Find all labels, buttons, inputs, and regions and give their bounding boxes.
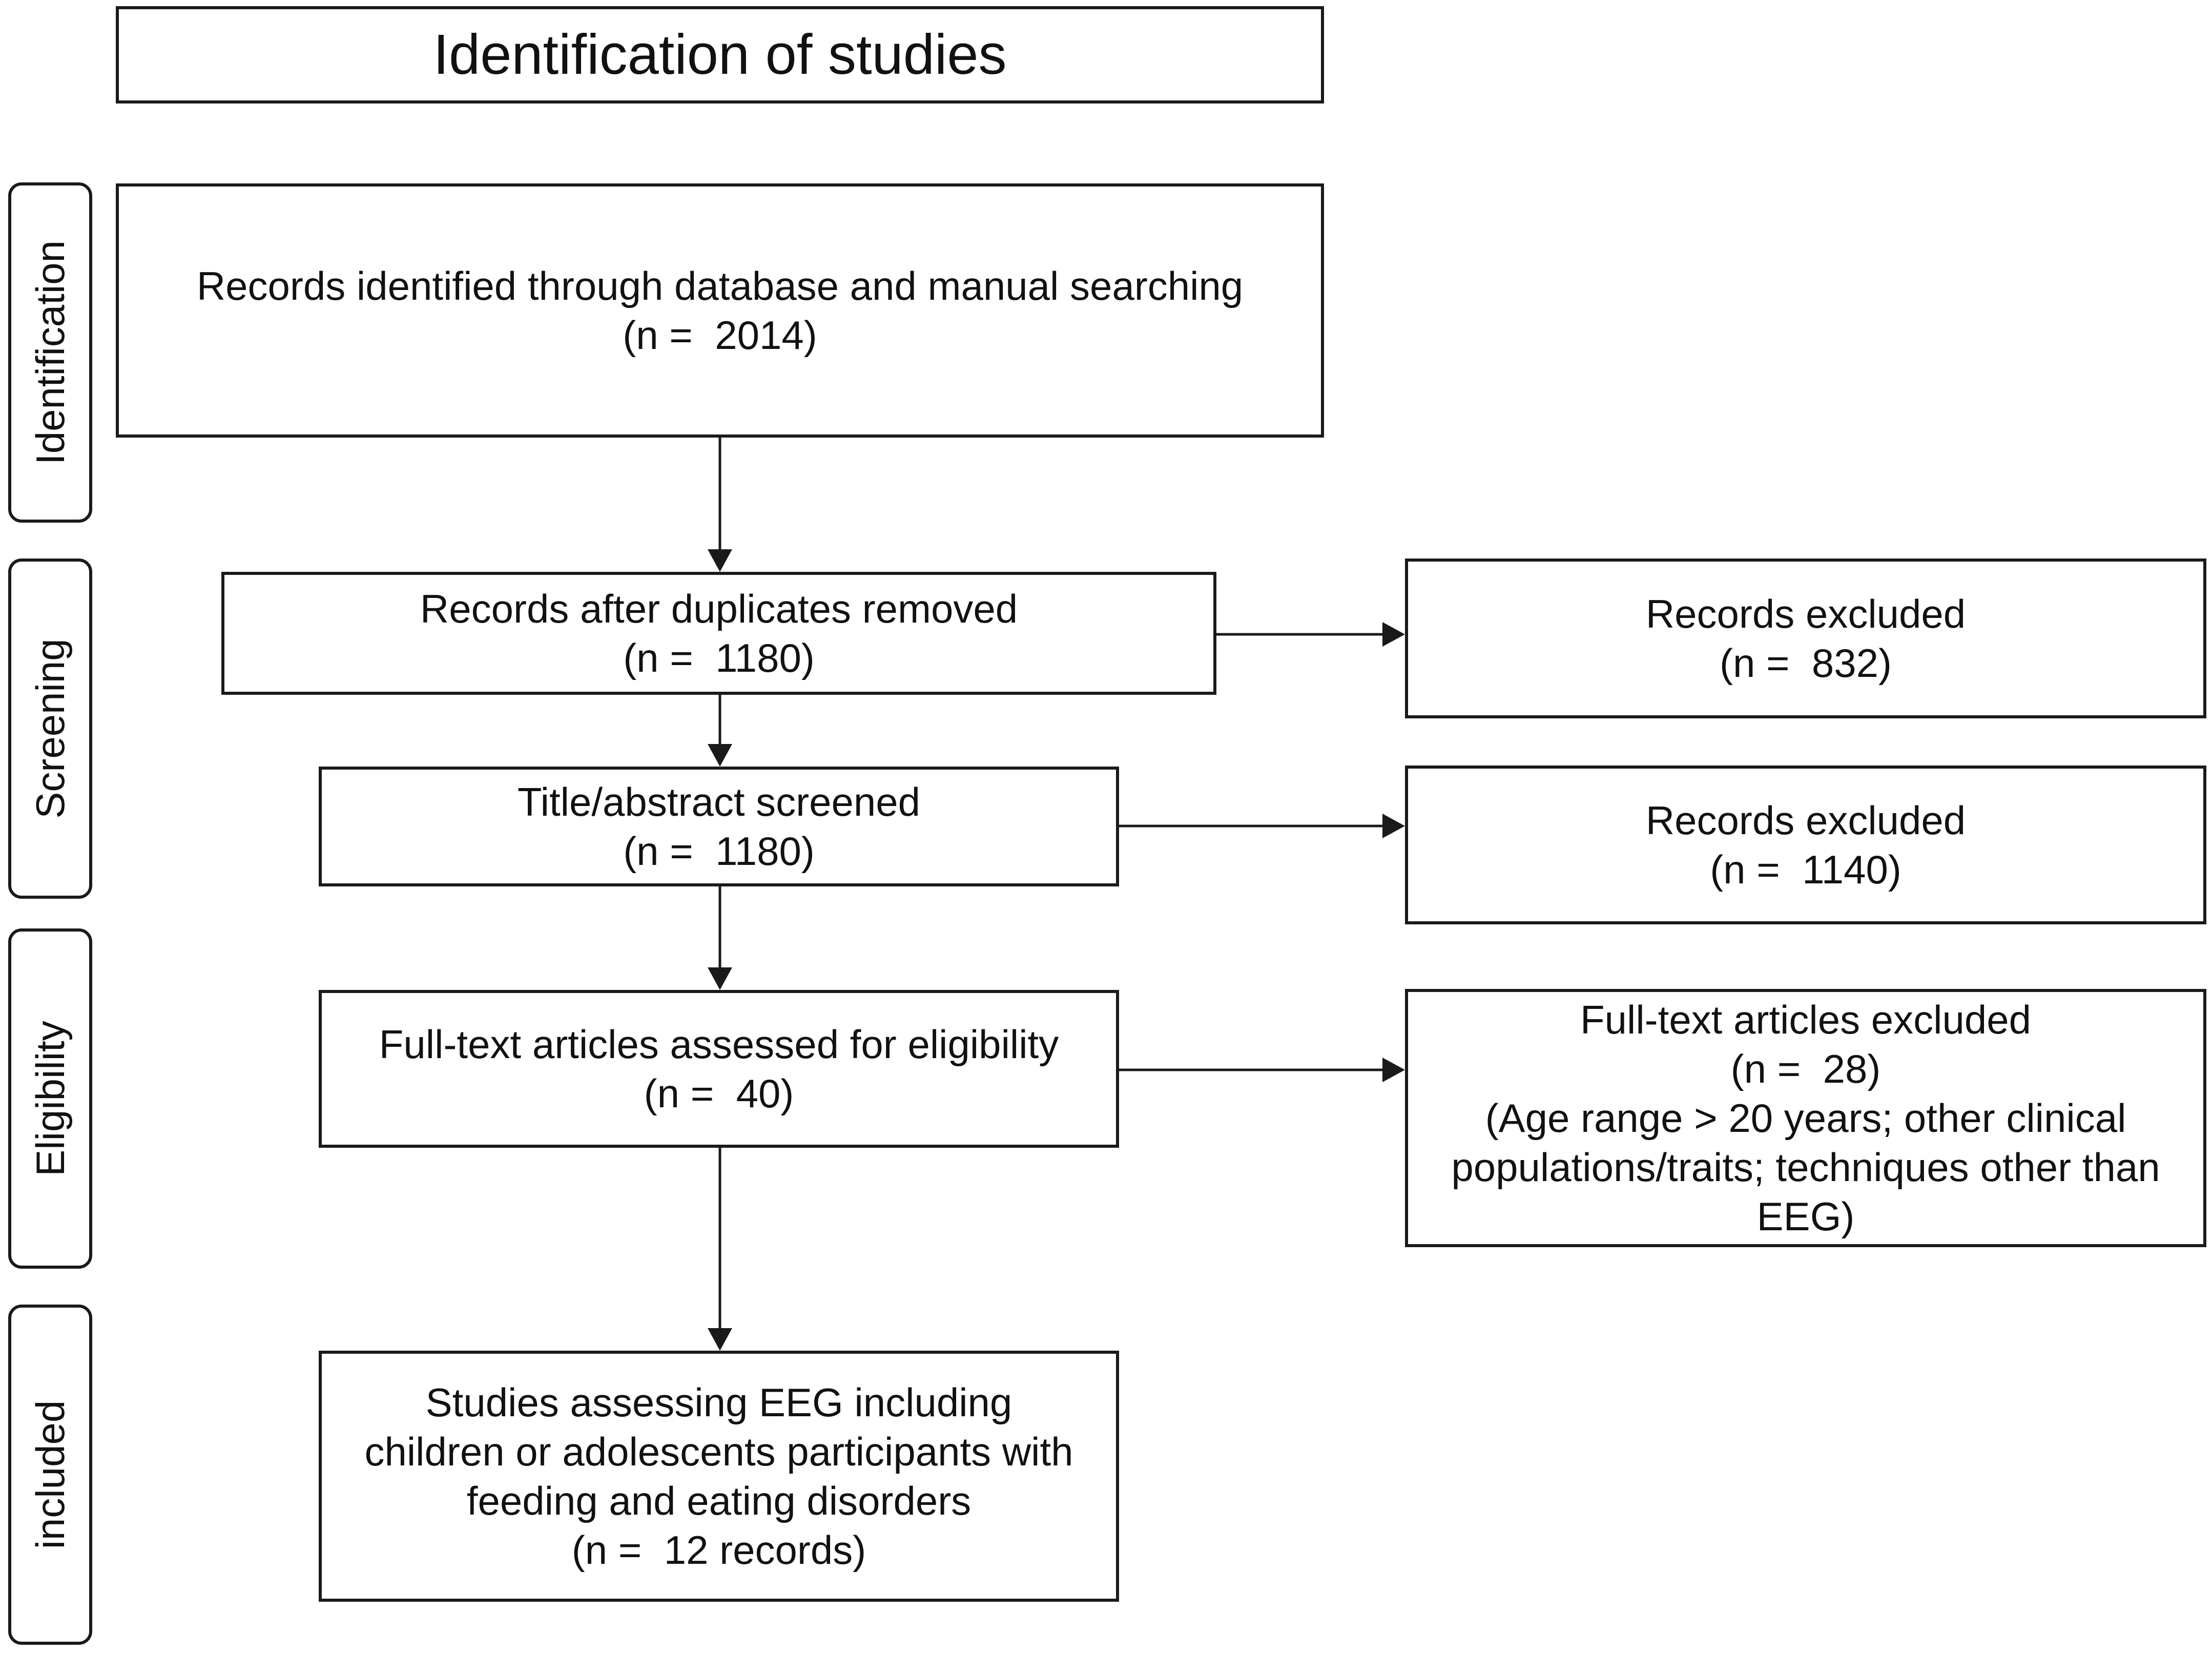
included-text-2: children or adolescents participants wit… xyxy=(364,1429,1073,1474)
title-box: Identification of studies xyxy=(116,6,1324,104)
stage-identification: Identification xyxy=(8,182,92,523)
arrowhead-screened-to-fulltext xyxy=(708,967,732,990)
fulltext-count: (n = 40) xyxy=(644,1071,794,1116)
after-duplicates-text: Records after duplicates removed xyxy=(420,586,1018,631)
fulltext-text: Full-text articles assessed for eligibil… xyxy=(379,1022,1059,1067)
included-text-3: feeding and eating disorders xyxy=(466,1478,971,1523)
screened-count: (n = 1180) xyxy=(623,829,815,874)
stage-screening: Screening xyxy=(8,559,92,899)
screened-text: Title/abstract screened xyxy=(517,779,921,824)
arrowhead-fulltext-to-included xyxy=(708,1328,732,1351)
arrowhead-screened-to-excluded xyxy=(1382,814,1405,838)
records-excluded-2-count: (n = 1140) xyxy=(1710,847,1901,892)
fulltext-excluded-reason-3: EEG) xyxy=(1756,1194,1855,1239)
arrowhead-fulltext-to-excluded xyxy=(1382,1058,1405,1082)
records-excluded-2-text: Records excluded xyxy=(1645,798,1966,843)
fulltext-excluded-box: Full-text articles excluded (n = 28) (Ag… xyxy=(1405,989,2206,1247)
diagram-title: Identification of studies xyxy=(433,23,1007,86)
records-identified-text: Records identified through database and … xyxy=(196,263,1244,308)
stage-eligibility: Eligibility xyxy=(8,928,92,1269)
fulltext-excluded-reason-1: (Age range > 20 years; other clinical xyxy=(1485,1095,2126,1141)
title-abstract-screened-box: Title/abstract screened (n = 1180) xyxy=(319,767,1119,886)
records-after-duplicates-box: Records after duplicates removed (n = 11… xyxy=(221,572,1216,695)
fulltext-excluded-reason-2: populations/traits; techniques other tha… xyxy=(1451,1145,2160,1190)
fulltext-excluded-text: Full-text articles excluded xyxy=(1580,997,2031,1042)
arrowhead-identified-to-duplicates xyxy=(708,549,732,572)
studies-included-box: Studies assessing EEG including children… xyxy=(319,1351,1119,1602)
records-identified-count: (n = 2014) xyxy=(623,313,817,358)
records-excluded-box-1: Records excluded (n = 832) xyxy=(1405,559,2206,718)
records-identified-box: Records identified through database and … xyxy=(116,183,1324,438)
records-excluded-1-count: (n = 832) xyxy=(1719,640,1892,686)
arrowhead-duplicates-to-screened xyxy=(708,744,732,767)
fulltext-assessed-box: Full-text articles assessed for eligibil… xyxy=(319,990,1119,1148)
stage-included: included xyxy=(8,1305,92,1645)
arrowhead-duplicates-to-excluded xyxy=(1382,622,1405,647)
included-text-1: Studies assessing EEG including xyxy=(425,1380,1012,1425)
fulltext-excluded-count: (n = 28) xyxy=(1730,1046,1881,1091)
records-excluded-box-2: Records excluded (n = 1140) xyxy=(1405,766,2206,924)
included-count: (n = 12 records) xyxy=(571,1527,866,1573)
after-duplicates-count: (n = 1180) xyxy=(623,635,815,680)
records-excluded-1-text: Records excluded xyxy=(1645,591,1966,636)
